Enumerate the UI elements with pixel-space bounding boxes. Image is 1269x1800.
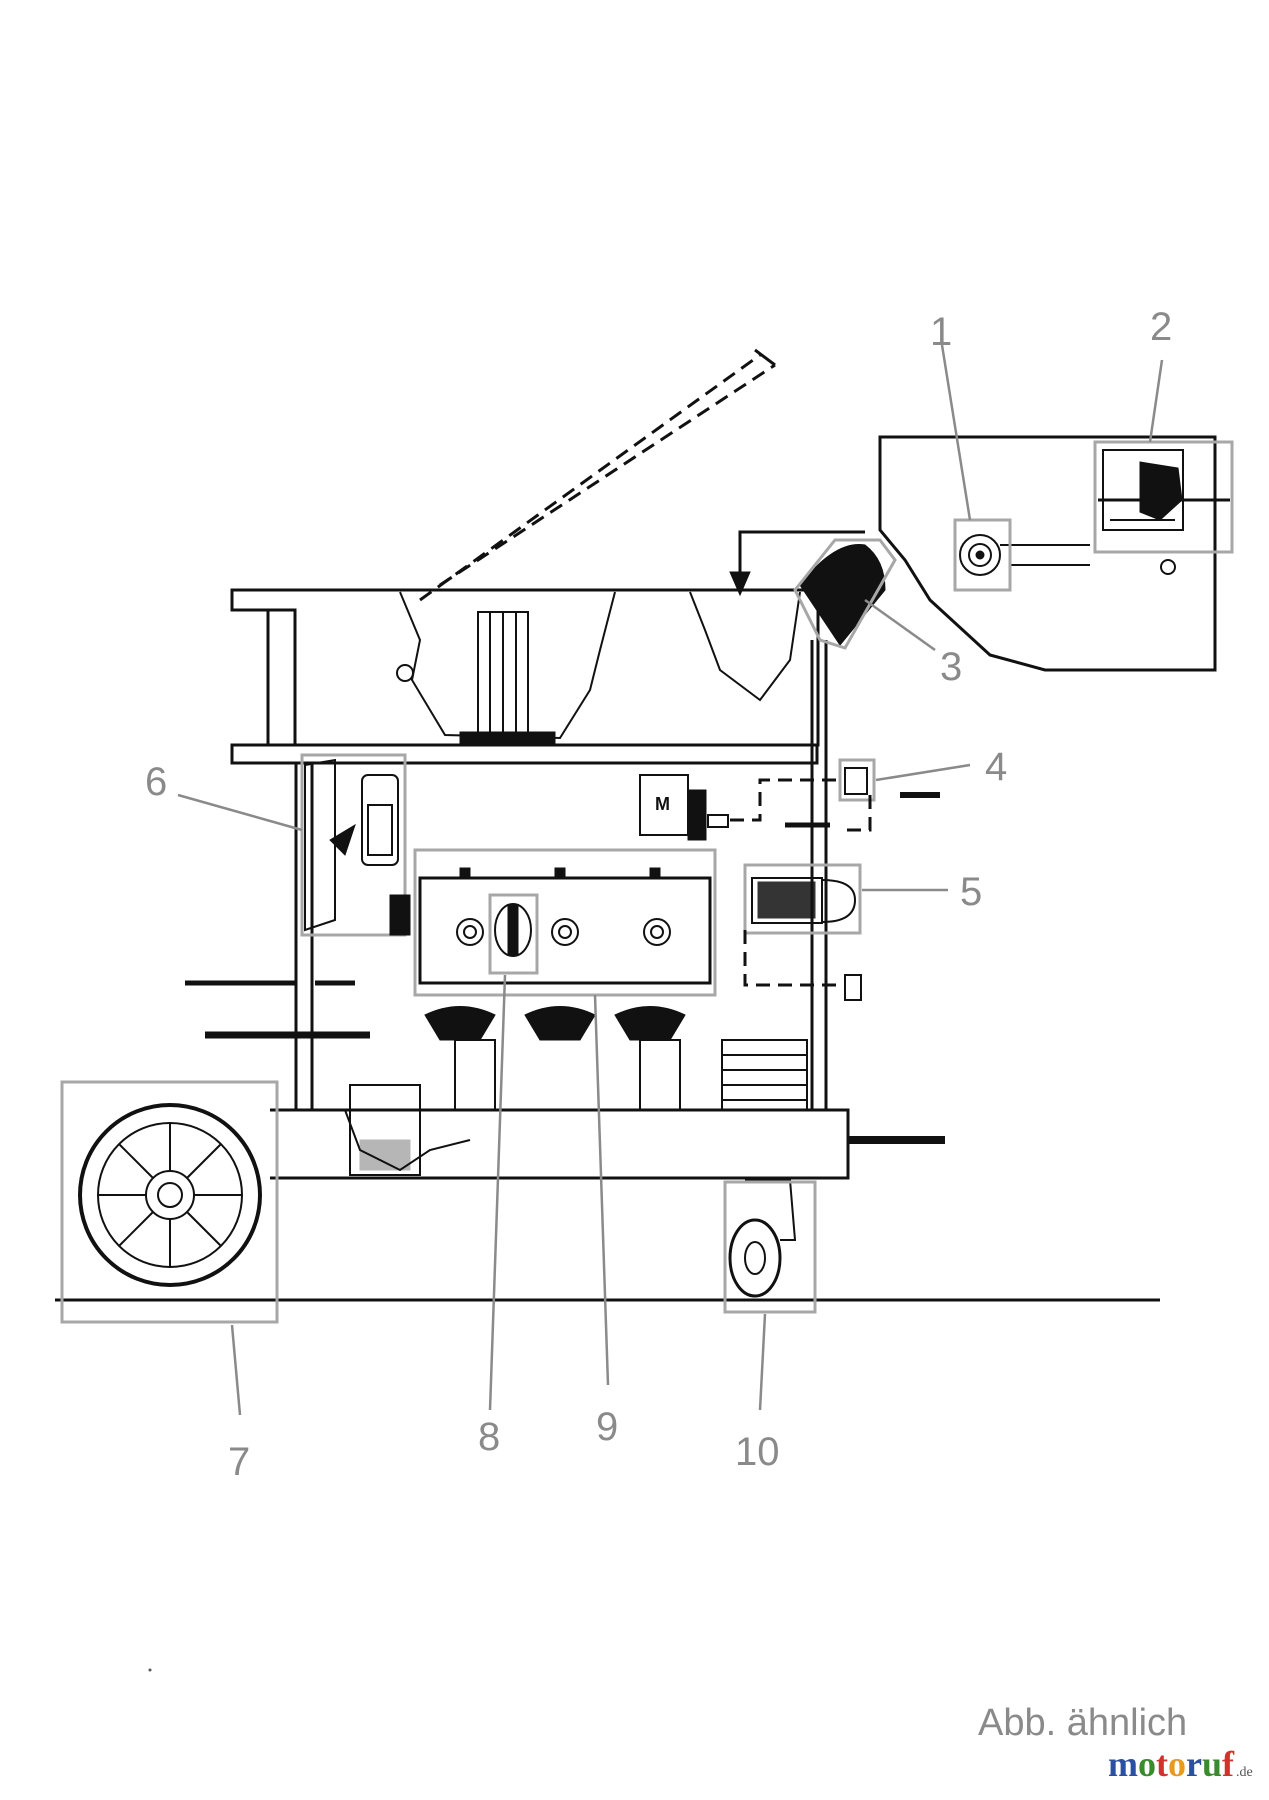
brand-letter: o: [1138, 1744, 1156, 1784]
rotary-switch-part-8: [488, 893, 539, 975]
callout-8: 8: [478, 1415, 500, 1459]
stray-dot: [148, 1668, 152, 1672]
callout-5: 5: [960, 870, 982, 914]
callout-3: 3: [940, 645, 962, 689]
lid: [419, 348, 776, 602]
callout-7: 7: [228, 1440, 250, 1484]
brand-letter: o: [1168, 1744, 1186, 1784]
brand-logo: motoruf.de: [1108, 1743, 1253, 1785]
transformer: [721, 1039, 808, 1111]
switch-assembly-part-2: [1093, 440, 1234, 554]
fan-part-6: [300, 753, 411, 937]
cable-gland-part-4: [785, 758, 940, 832]
callout-labels: 1 2 3 4 5 6 7 8 9 10: [145, 305, 1172, 1484]
mixer-shaft: [459, 611, 556, 745]
brand-letter: t: [1156, 1744, 1168, 1784]
leader-lines: [177, 344, 1164, 1416]
cap-part-3: [793, 538, 897, 650]
brand-letter: m: [1108, 1744, 1138, 1784]
similar-illustration-note: Abb. ähnlich: [978, 1702, 1188, 1744]
machine-frame: [55, 588, 1160, 1302]
tub-hole: [396, 664, 414, 682]
side-pipes: [185, 980, 421, 1176]
motor-label: M: [655, 794, 670, 814]
brand-letter: f: [1222, 1744, 1235, 1784]
brand-tld: .de: [1236, 1765, 1253, 1780]
capacitor-part-5: [743, 863, 862, 1001]
motor-unit: M: [639, 774, 840, 841]
control-panel-part-9: [413, 848, 717, 997]
callout-1: 1: [930, 310, 952, 354]
callout-10: 10: [735, 1430, 780, 1474]
brand-letter: r: [1186, 1744, 1202, 1784]
coil-cradles: [424, 1006, 686, 1111]
callout-2: 2: [1150, 305, 1172, 349]
brand-letter: u: [1201, 1744, 1223, 1784]
callout-6: 6: [145, 760, 167, 804]
knob-part-1: [953, 518, 1012, 592]
callout-9: 9: [596, 1405, 618, 1449]
castor-part-10: [723, 1179, 817, 1314]
inset-panel: [878, 435, 1217, 672]
callout-4: 4: [985, 745, 1007, 789]
feed-arrow: [729, 530, 865, 597]
wheel-part-7: [60, 1080, 279, 1324]
